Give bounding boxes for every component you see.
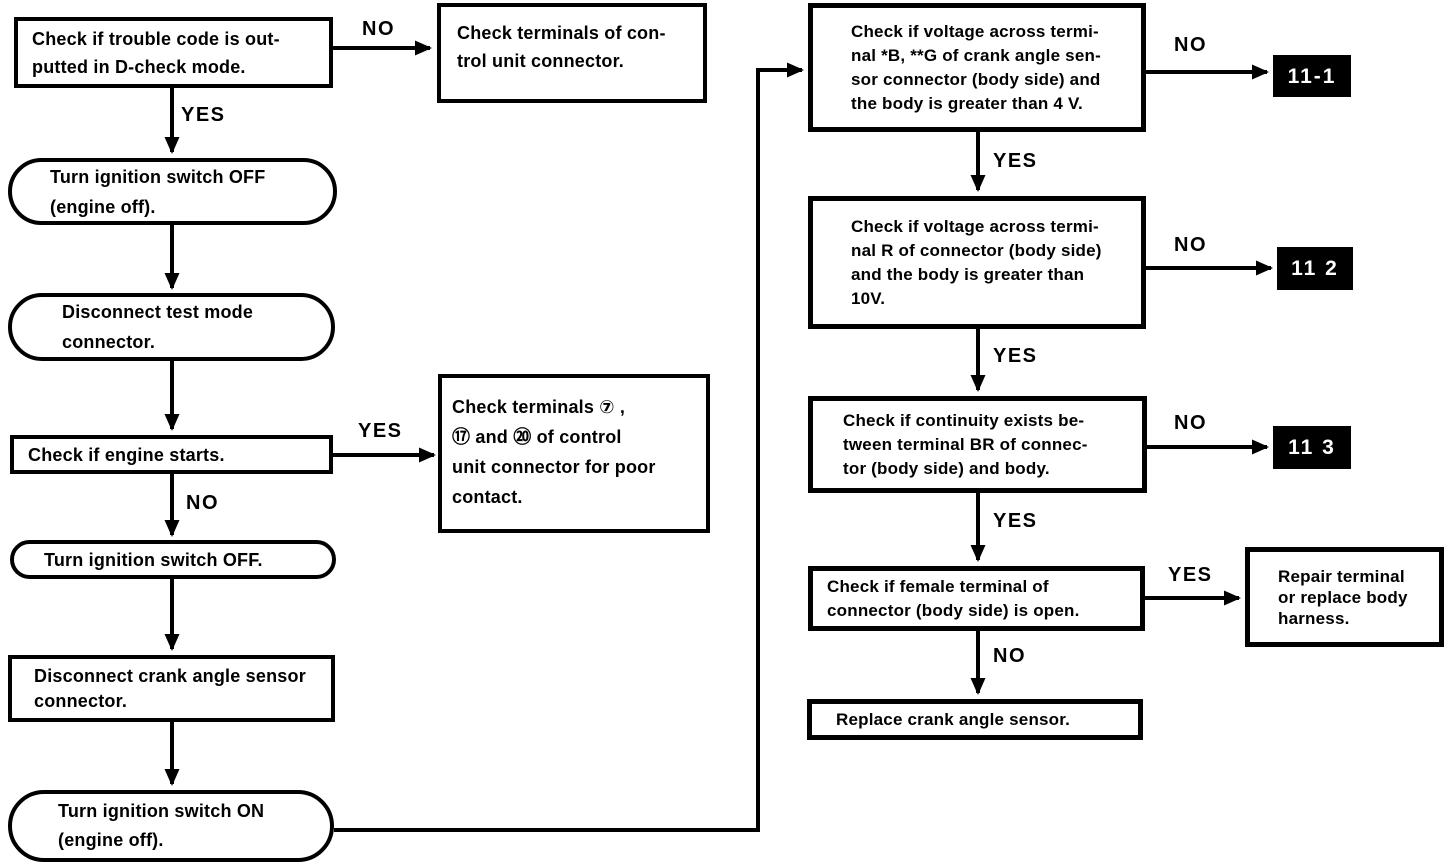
flow-node-check-terminals-7-17-20: Check terminals ⑦ , ⑰ and ⑳ of control u…	[438, 374, 710, 533]
flow-node-check-terminals-control-unit: Check terminals of con- trol unit connec…	[437, 3, 707, 103]
edge-label-yes: YES	[993, 150, 1038, 172]
flow-node-ignition-off-engine-off: Turn ignition switch OFF (engine off).	[8, 158, 337, 225]
edge-label-yes: YES	[181, 104, 226, 126]
flow-node-check-voltage-bg: Check if voltage across termi- nal *B, *…	[808, 3, 1146, 132]
flow-node-check-female-terminal: Check if female terminal of connector (b…	[808, 566, 1145, 631]
flow-node-check-continuity-br: Check if continuity exists be- tween ter…	[808, 396, 1147, 493]
flow-node-repair-terminal: Repair terminal or replace body harness.	[1245, 547, 1444, 647]
goto-tag-11-3: 11 3	[1273, 426, 1351, 469]
edge-label-no: NO	[1174, 234, 1207, 256]
edge-label-yes: YES	[358, 420, 403, 442]
edge-label-yes: YES	[993, 510, 1038, 532]
edge-label-no: NO	[1174, 34, 1207, 56]
flow-node-ignition-on-engine-off: Turn ignition switch ON (engine off).	[8, 790, 334, 862]
goto-tag-11-1: 11-1	[1273, 55, 1351, 97]
flow-node-replace-crank-sensor: Replace crank angle sensor.	[807, 699, 1143, 740]
edge-label-no: NO	[993, 645, 1026, 667]
edge-label-yes: YES	[1168, 564, 1213, 586]
edge-label-yes: YES	[993, 345, 1038, 367]
edge-label-no: NO	[362, 18, 395, 40]
flow-node-disconnect-test-mode: Disconnect test mode connector.	[8, 293, 335, 361]
flow-node-ignition-off: Turn ignition switch OFF.	[10, 540, 336, 579]
flow-node-disconnect-crank-sensor: Disconnect crank angle sensor connector.	[8, 655, 335, 722]
flow-node-check-trouble-code: Check if trouble code is out- putted in …	[14, 17, 333, 88]
flow-node-check-engine-starts: Check if engine starts.	[10, 435, 333, 474]
edge-label-no: NO	[186, 492, 219, 514]
edge-label-no: NO	[1174, 412, 1207, 434]
flow-node-check-voltage-r: Check if voltage across termi- nal R of …	[808, 196, 1146, 329]
goto-tag-11-2: 11 2	[1277, 247, 1353, 290]
